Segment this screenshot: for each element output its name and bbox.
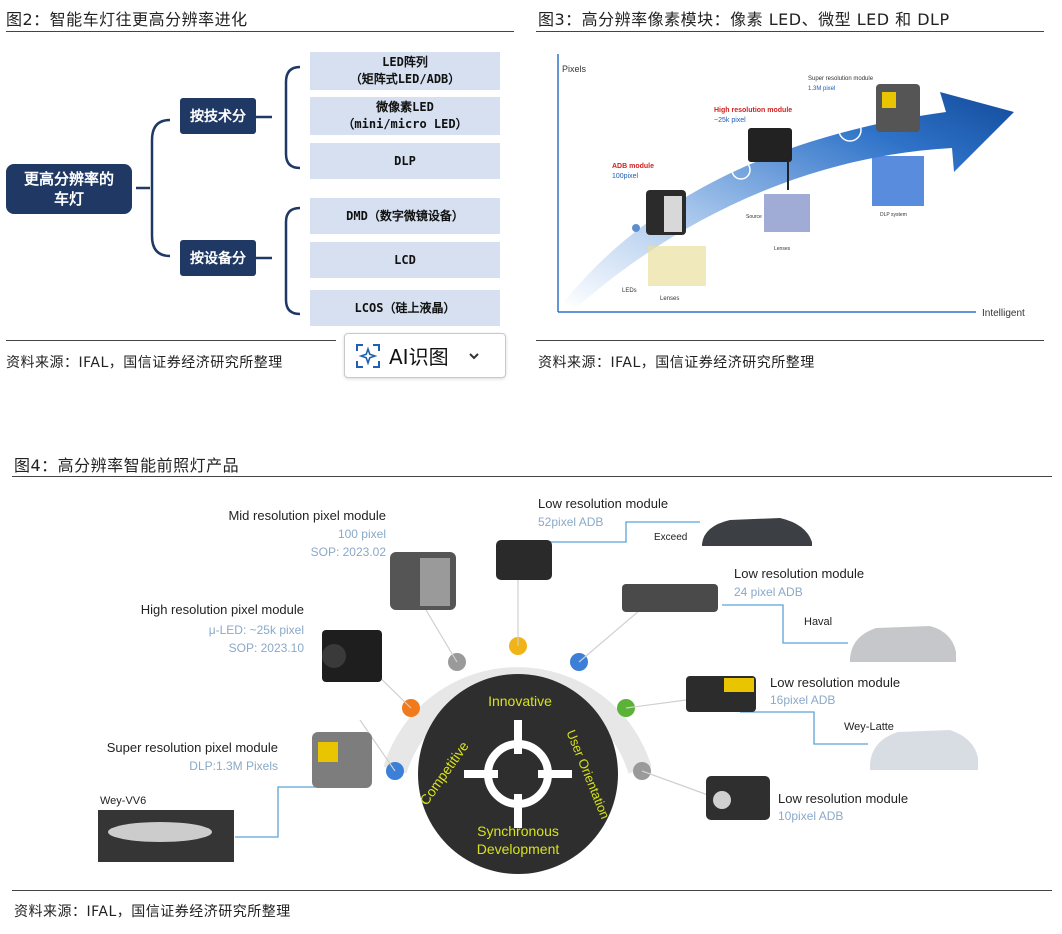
chevron-down-icon [467, 349, 481, 363]
wey-latte-car-image [870, 730, 978, 770]
fig4-title: 图4：高分辨率智能前照灯产品 [14, 452, 239, 476]
fig3-bottom-rule [536, 340, 1044, 341]
haval-label: Haval [804, 616, 832, 628]
fig2-root-node: 更高分辨率的车灯 [6, 164, 132, 214]
synchronous-label: Synchronous [477, 823, 559, 839]
high-module-image [748, 128, 792, 162]
fig2-bottom-rule [6, 340, 336, 341]
fig3-diagram: Pixels Intelligent ADB module 100pixel L… [536, 40, 1044, 330]
fig2-root-label: 更高分辨率的车灯 [21, 169, 117, 209]
low3-title: Low resolution module [770, 675, 900, 690]
high-line1: μ-LED: ~25k pixel [209, 623, 304, 637]
leds-image [648, 246, 706, 286]
leaf-line: 微像素LED [376, 99, 434, 116]
fig2-leaf-micro-led: 微像素LED （mini/micro LED） [310, 97, 500, 135]
fig2-source: 资料来源：IFAL，国信证券经济研究所整理 [6, 352, 283, 372]
super-module-lens [318, 742, 338, 762]
adb-title: ADB module [612, 163, 654, 170]
leds-label: LEDs [622, 288, 637, 294]
exceed-car-image [702, 518, 812, 546]
mid-line2: SOP: 2023.02 [311, 545, 387, 559]
fig4-top-rule [12, 476, 1052, 477]
dlp-system-label: DLP system [880, 212, 907, 218]
leaf-line: DLP [394, 153, 416, 170]
leaf-line: LED阵列 [382, 54, 428, 71]
fig2-leaf-lcd: LCD [310, 242, 500, 278]
ai-button-label: AI识图 [389, 341, 449, 370]
super-title: Super resolution pixel module [107, 740, 278, 755]
high-title: High resolution pixel module [141, 602, 304, 617]
low1-module-image [496, 540, 552, 580]
fig2-branch-device: 按设备分 [180, 240, 256, 276]
low3-module-accent [724, 678, 754, 692]
low1-sub: 52pixel ADB [538, 515, 603, 529]
super-line1: DLP:1.3M Pixels [189, 759, 278, 773]
wey-vv6-label: Wey-VV6 [100, 795, 146, 807]
headlight-glow [108, 822, 212, 842]
mid-title: Mid resolution pixel module [228, 508, 386, 523]
high-line2: SOP: 2023.10 [229, 641, 305, 655]
lenses-label: Lenses [660, 296, 679, 302]
fig4-bottom-rule [12, 890, 1052, 891]
fig2-branch-tech: 按技术分 [180, 98, 256, 134]
lenses-label-2: Lenses [774, 246, 791, 252]
low2-sub: 24 pixel ADB [734, 585, 803, 599]
source-label: Source [746, 214, 762, 220]
wey-latte-label: Wey-Latte [844, 721, 894, 733]
ai-scan-icon [355, 343, 381, 369]
fig2-leaf-dmd: DMD（数字微镜设备） [310, 198, 500, 234]
adb-sub: 100pixel [612, 173, 639, 180]
fig4-diagram: Innovative Competitive User Orientation … [0, 480, 1062, 885]
leaf-line: LCOS（硅上液晶） [355, 300, 456, 317]
innovative-label: Innovative [488, 693, 552, 709]
fig2-leaf-lcos: LCOS（硅上液晶） [310, 290, 500, 326]
fig3-source: 资料来源：IFAL，国信证券经济研究所整理 [538, 352, 815, 372]
low4-module-lens [713, 791, 731, 809]
mid-line1: 100 pixel [338, 527, 386, 541]
low4-sub: 10pixel ADB [778, 809, 843, 823]
ai-recognize-button[interactable]: AI识图 [344, 333, 506, 378]
leaf-line: DMD（数字微镜设备） [346, 208, 464, 225]
fig4-source: 资料来源：IFAL，国信证券经济研究所整理 [14, 901, 291, 921]
leaf-line: LCD [394, 252, 416, 269]
leaf-line: （矩阵式LED/ADB） [350, 71, 461, 88]
development-label: Development [477, 841, 560, 857]
super-module-lens [882, 92, 896, 108]
dlp-system-image [872, 156, 924, 206]
leaf-line: （mini/micro LED） [342, 116, 467, 133]
marker-dot [632, 224, 640, 232]
low1-title: Low resolution module [538, 496, 668, 511]
low3-sub: 16pixel ADB [770, 693, 835, 707]
fig3-top-rule [536, 31, 1044, 32]
fig2-leaf-led-array: LED阵列 （矩阵式LED/ADB） [310, 52, 500, 90]
low2-title: Low resolution module [734, 566, 864, 581]
x-axis-label: Intelligent [982, 308, 1025, 319]
mid-module-heatsink [420, 558, 450, 606]
micro-led-optics-image [764, 194, 810, 232]
low2-module-image [622, 584, 718, 612]
high-sub: ~25k pixel [714, 117, 746, 124]
y-axis-label: Pixels [562, 64, 587, 74]
exceed-label: Exceed [654, 532, 687, 543]
high-title: High resolution module [714, 107, 792, 114]
fig3-title: 图3：高分辨率像素模块：像素 LED、微型 LED 和 DLP [538, 6, 950, 30]
fig2-leaf-dlp: DLP [310, 143, 500, 179]
low4-title: Low resolution module [778, 791, 908, 806]
haval-car-image [850, 626, 956, 662]
super-title: Super resolution module [808, 76, 874, 82]
high-module-lens [322, 644, 346, 668]
adb-heatsink [664, 196, 682, 232]
super-sub: 1.3M pixel [808, 86, 835, 92]
